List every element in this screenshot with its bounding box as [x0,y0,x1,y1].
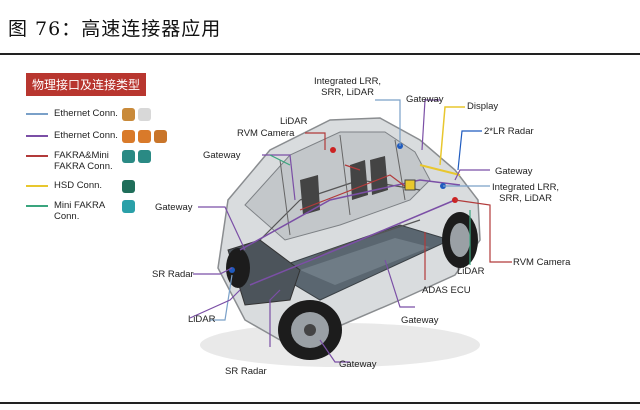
callout-integrated-lrr-right: Integrated LRR, SRR, LiDAR [492,182,560,204]
connector-icon [138,108,151,121]
connector-icon [122,180,135,193]
callout-gateway-left: Gateway [155,202,193,213]
callout-gateway-top: Gateway [406,94,444,105]
figure-title: 图 76：高速连接器应用 [8,18,222,40]
legend-label: HSD Conn. [54,180,103,191]
connector-icon [122,130,135,143]
legend-item: Mini FAKRA Conn. [26,200,135,222]
connector-icons [122,200,135,213]
connector-icon [122,108,135,121]
callout-sr-radar-bottom: SR Radar [225,366,267,377]
legend-label: Ethernet Conn. [54,130,118,141]
legend-swatch [26,205,48,207]
connector-icons [122,150,151,163]
legend-swatch [26,185,48,187]
callout-rvm-camera-left: RVM Camera [237,128,295,139]
legend-swatch [26,155,48,157]
callout-integrated-lrr-top: Integrated LRR, SRR, LiDAR [314,76,382,98]
connector-icon [122,200,135,213]
connector-icons [122,130,167,143]
top-rule [0,53,640,55]
callout-sr-radar-left: SR Radar [152,269,194,280]
callout-display: Display [467,101,499,112]
callout-gateway-bottom: Gateway [339,359,377,370]
callout-adas-ecu: ADAS ECU [422,285,471,296]
legend-label: Ethernet Conn. [54,108,118,119]
legend-item: Ethernet Conn. [26,108,151,121]
connector-icon [138,130,151,143]
bottom-rule [0,402,640,404]
callout-lr-radar: 2*LR Radar [484,126,534,137]
callout-lidar-right: LiDAR [457,266,485,277]
callout-lidar-top: LiDAR [280,116,308,127]
legend-item: FAKRA&Mini FAKRA Conn. [26,150,151,172]
connector-icon [138,150,151,163]
legend-title: 物理接口及连接类型 [26,73,147,96]
connector-icons [122,180,135,193]
legend-swatch [26,113,48,115]
connector-icon [122,150,135,163]
callout-gateway-left-upper: Gateway [203,150,241,161]
legend-item: HSD Conn. [26,180,135,193]
callout-gateway-bottom-mid: Gateway [401,315,439,326]
callout-lidar-bottom-left: LiDAR [188,314,216,325]
connector-icons [122,108,151,121]
callout-rvm-camera-right: RVM Camera [513,257,571,268]
legend-swatch [26,135,48,137]
legend-label: Mini FAKRA Conn. [54,200,105,222]
legend-label: FAKRA&Mini FAKRA Conn. [54,150,113,172]
connector-icon [154,130,167,143]
legend-item: Ethernet Conn. [26,130,167,143]
callout-gateway-right: Gateway [495,166,533,177]
